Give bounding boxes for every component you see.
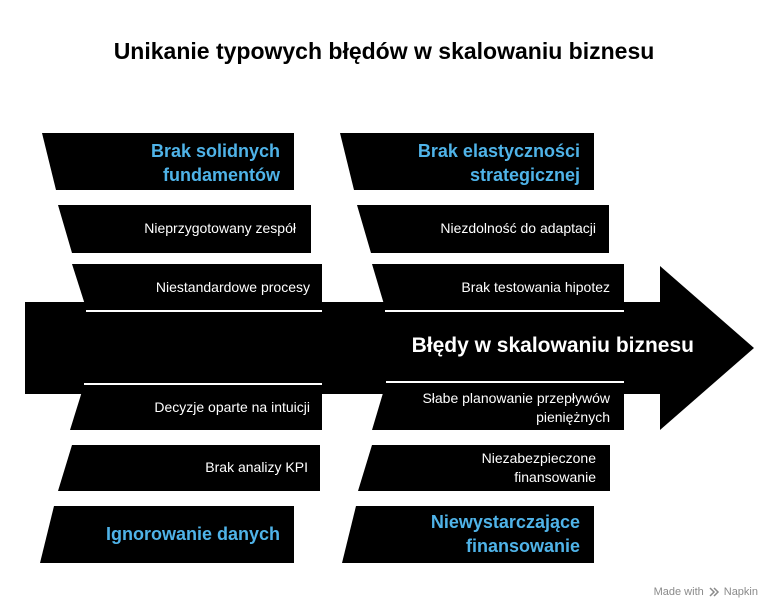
category-bottom-right: Niewystarczające finansowanie [430, 512, 580, 556]
cause-shape-tr-1 [357, 205, 609, 253]
cause-tr-1: Niezdolność do adaptacji [440, 220, 596, 236]
cause-shape-tl-2 [72, 264, 322, 311]
category-shape-top-right [340, 133, 594, 190]
category-top-right: Brak elastyczności strategicznej [417, 141, 580, 185]
cause-shape-tr-2 [372, 264, 624, 311]
category-top-left: Brak solidnych fundamentów [150, 141, 280, 185]
cause-shape-bl-2 [58, 445, 320, 491]
cause-br-1: Słabe planowanie przepływów pieniężnych [422, 390, 610, 425]
cause-shape-tl-1 [58, 205, 311, 253]
category-bottom-left: Ignorowanie danych [105, 524, 280, 544]
napkin-logo-icon [709, 587, 719, 597]
cause-br-2: Niezabezpieczone finansowanie [481, 450, 596, 485]
brand-text: Napkin [723, 586, 758, 598]
cause-bl-1: Decyzje oparte na intuicji [154, 399, 310, 415]
cause-tl-2: Niestandardowe procesy [155, 279, 310, 295]
spine-label: Błędy w skalowaniu biznesu [411, 334, 694, 357]
cause-shape-br-2 [358, 445, 610, 491]
category-shape-top-left [42, 133, 294, 190]
cause-shape-bl-1 [70, 385, 322, 430]
made-with-text: Made with [653, 586, 704, 598]
cause-tl-1: Nieprzygotowany zespół [144, 220, 296, 236]
cause-bl-2: Brak analizy KPI [205, 459, 308, 475]
footer-watermark: Made with Napkin [654, 586, 758, 598]
category-shape-bottom-right [342, 506, 594, 563]
cause-tr-2: Brak testowania hipotez [461, 279, 610, 295]
cause-shape-br-1 [372, 383, 624, 430]
diagram-title: Unikanie typowych błędów w skalowaniu bi… [113, 38, 655, 64]
category-shape-bottom-left [40, 506, 294, 563]
